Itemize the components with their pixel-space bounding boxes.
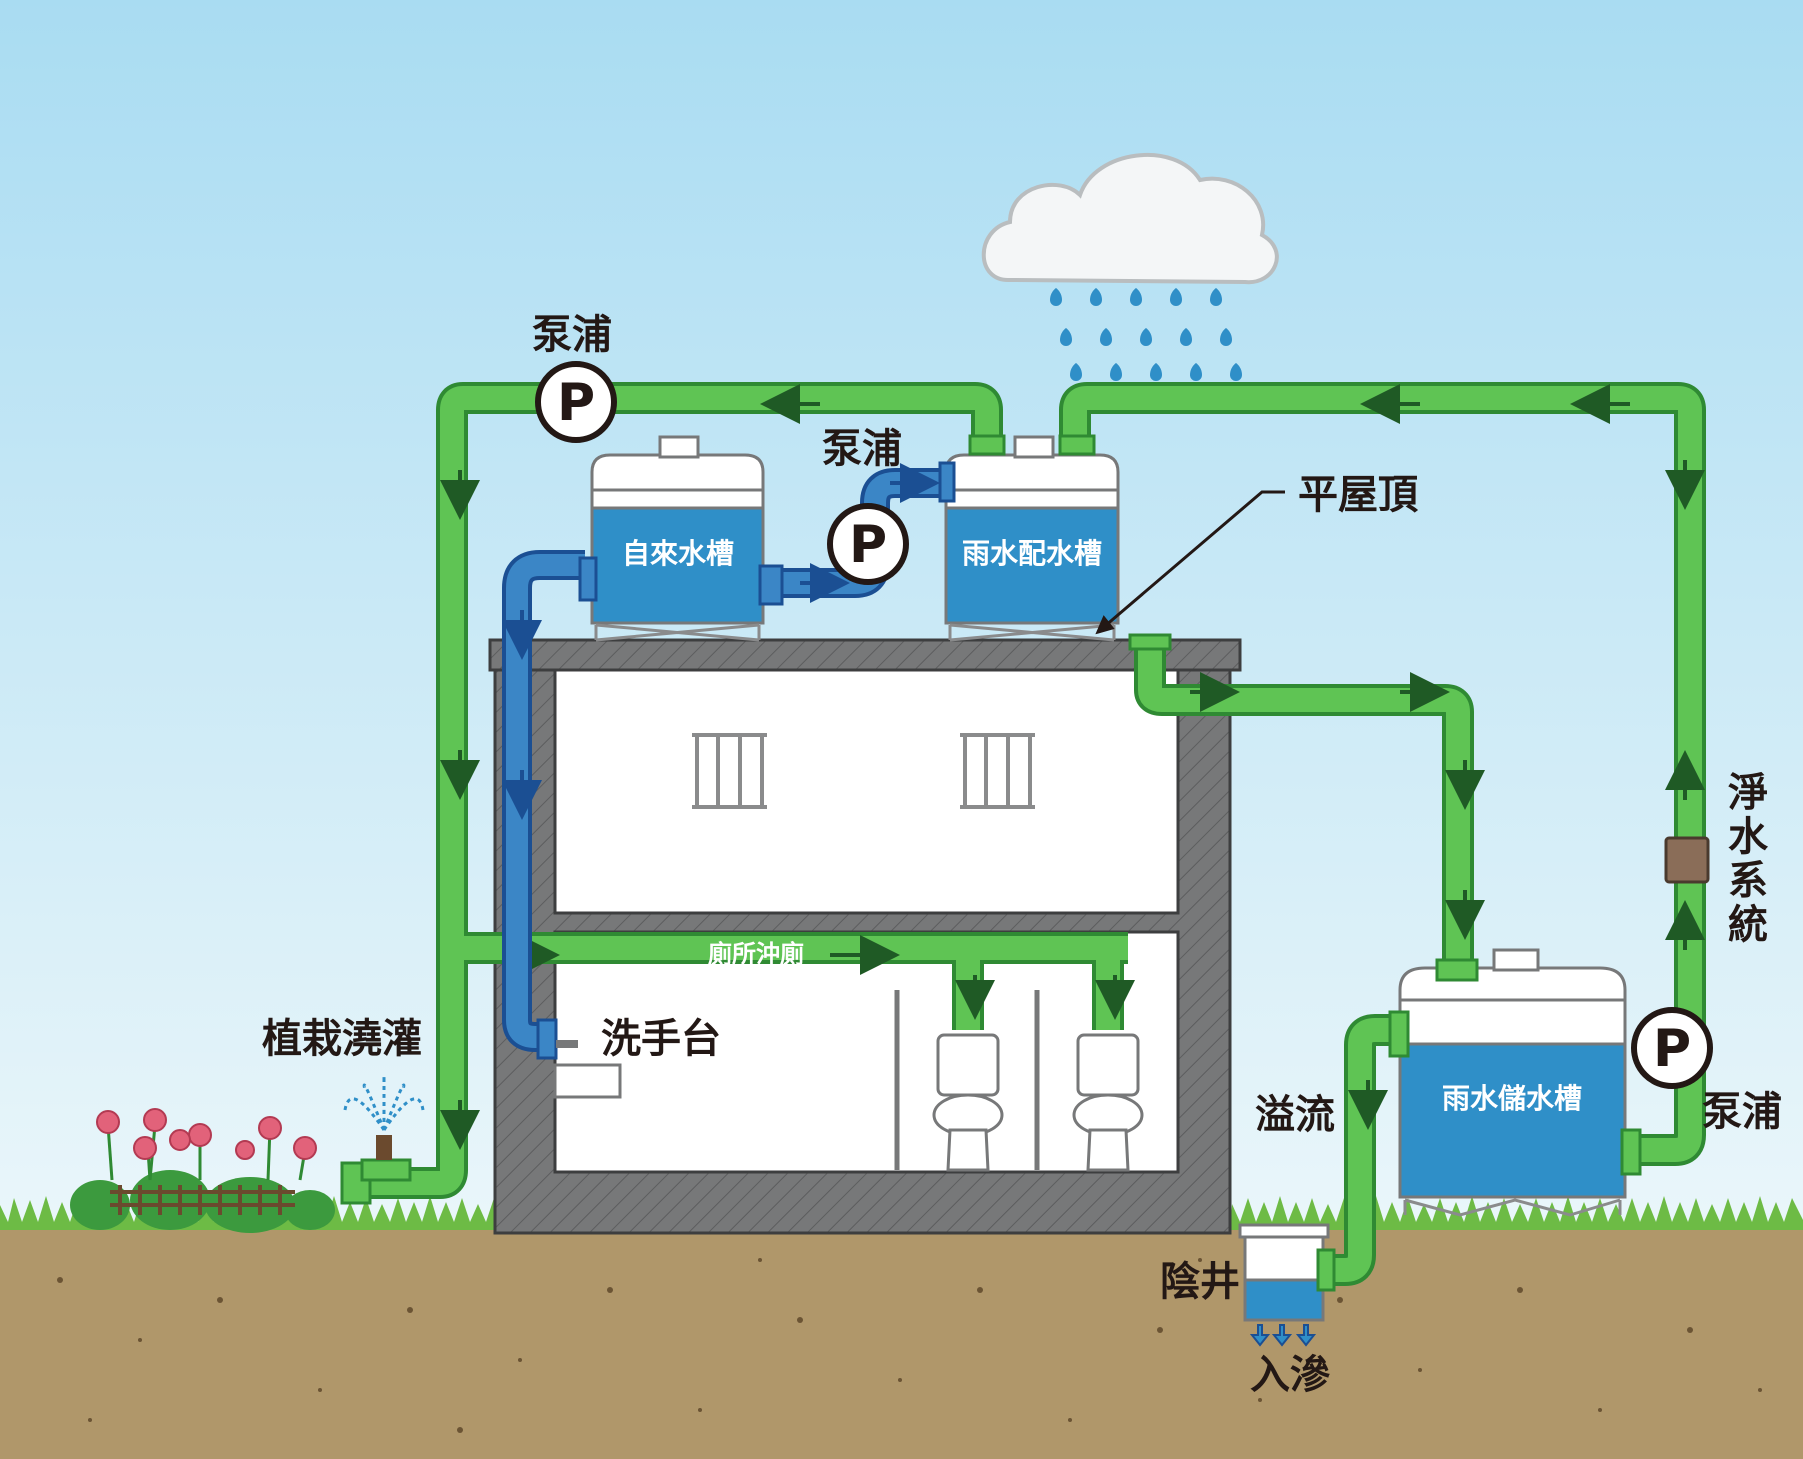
pump-mid-icon: P xyxy=(827,503,909,585)
pump-top-label: 泵浦 xyxy=(532,312,612,358)
tap-water-tank xyxy=(578,435,784,642)
soil-specks xyxy=(57,1258,1762,1433)
plant-irrigation-label: 植栽澆灌 xyxy=(262,1016,422,1062)
filter-system-char: 水 xyxy=(1728,814,1769,860)
toilet xyxy=(932,1033,1004,1172)
pump-right-icon: P xyxy=(1631,1007,1713,1089)
rain-storage-tank xyxy=(1388,948,1642,1217)
toilet-flush-label: 廁所沖廁 xyxy=(708,940,804,968)
window xyxy=(960,733,1035,809)
wash-basin-counter xyxy=(553,1063,622,1099)
rain-drops xyxy=(1050,288,1242,381)
flat-roof-leader xyxy=(1095,490,1285,635)
manhole-label: 陰井 xyxy=(1160,1259,1240,1305)
cloud xyxy=(981,152,1279,285)
rain-storage-tank-label: 雨水儲水槽 xyxy=(1442,1082,1582,1115)
wash-basin-label: 洗手台 xyxy=(601,1016,721,1062)
pump-right-label: 泵浦 xyxy=(1702,1089,1782,1135)
rain-supply-tank xyxy=(938,434,1120,642)
filter-system-label: 淨水系統 xyxy=(1728,770,1769,948)
soil xyxy=(0,1225,1803,1459)
roof-slab xyxy=(488,638,1242,672)
flower-bed xyxy=(70,1108,335,1233)
pump-top-icon: P xyxy=(535,361,617,443)
pump-mid-letter: P xyxy=(849,515,887,575)
infiltration-label: 入滲 xyxy=(1250,1352,1330,1398)
pump-mid-label: 泵浦 xyxy=(822,426,902,472)
rain-supply-tank-label: 雨水配水槽 xyxy=(962,537,1102,570)
filter-unit xyxy=(1664,836,1710,884)
filter-system-char: 淨 xyxy=(1728,770,1768,816)
roof-drain xyxy=(1128,633,1172,651)
pump-top-letter: P xyxy=(557,373,595,433)
upper-floor-room xyxy=(553,668,1180,915)
pump-right-letter: P xyxy=(1653,1019,1691,1079)
filter-system-char: 統 xyxy=(1728,902,1768,948)
manhole xyxy=(1238,1223,1336,1347)
overflow-label: 溢流 xyxy=(1255,1092,1335,1138)
sprinkler-icon xyxy=(340,1074,425,1205)
toilet xyxy=(1072,1033,1144,1172)
filter-system-char: 系 xyxy=(1728,858,1768,904)
green-pipes xyxy=(355,382,1706,1286)
tap-tank-label: 自來水槽 xyxy=(622,537,734,570)
window xyxy=(692,733,767,809)
flat-roof-label: 平屋頂 xyxy=(1298,472,1419,518)
